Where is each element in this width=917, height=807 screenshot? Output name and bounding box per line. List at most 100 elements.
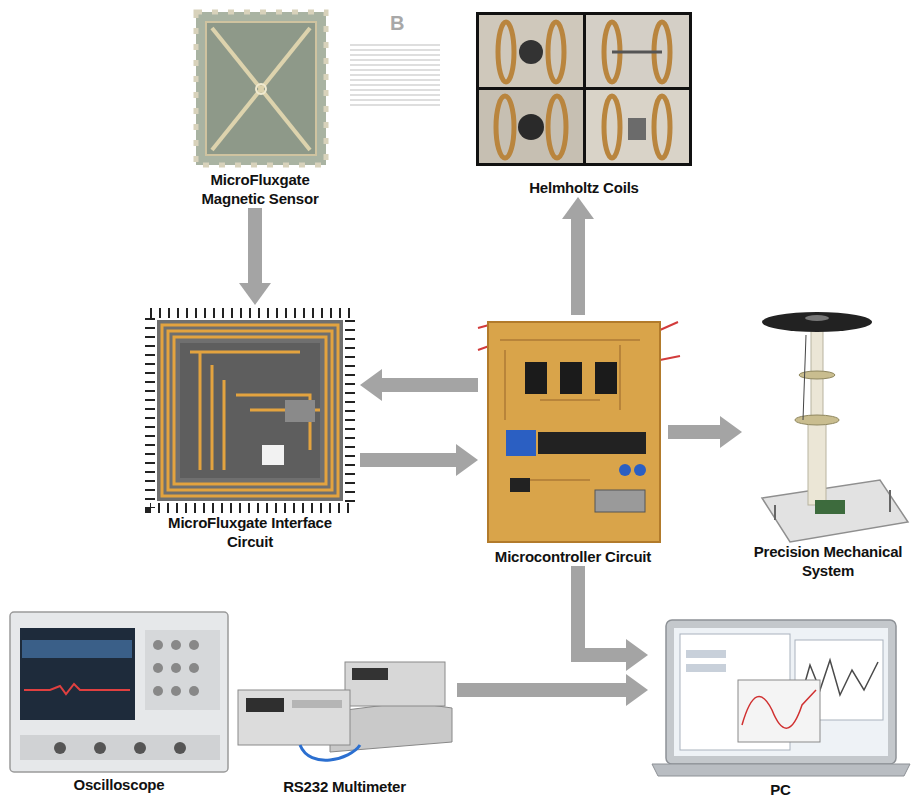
- mechanics-node: Precision Mechanical System: [742, 300, 914, 580]
- helmholtz-photos-part: [479, 90, 583, 163]
- helmholtz-photos-part: [518, 114, 544, 140]
- mechanical-system-part: [805, 315, 829, 321]
- arrow-head: [360, 369, 382, 401]
- mechanical-system-part: [808, 420, 826, 505]
- microcontroller-board-part: [510, 478, 530, 492]
- arrow-head: [626, 639, 648, 671]
- picture-space: [232, 645, 457, 777]
- mechanical-system-part: [762, 312, 872, 332]
- field-lines-part: [350, 65, 440, 66]
- microcontroller-board-part: [619, 464, 631, 476]
- helmholtz-photos-part: [654, 96, 670, 158]
- oscilloscope-picture-part: [174, 742, 186, 754]
- microcontroller-board-part: [595, 490, 645, 512]
- arrow-shaft: [668, 425, 720, 439]
- laptop-picture-part: [652, 764, 910, 776]
- oscilloscope-picture-part: [171, 663, 181, 673]
- caption: Microcontroller Circuit: [493, 547, 653, 566]
- oscilloscope-picture-part: [10, 612, 228, 772]
- interface-die-part: [168, 331, 332, 490]
- microcontroller-board-part: [525, 362, 547, 394]
- helmholtz-photos-part: [498, 22, 514, 82]
- helmholtz-photos-part: [628, 118, 646, 140]
- caption: PC: [648, 780, 913, 799]
- arrow-shaft: [457, 683, 626, 697]
- caption: RS232 Multimeter: [232, 777, 457, 796]
- helmholtz-photos-part: [548, 96, 566, 158]
- laptop-picture-part: [666, 620, 896, 764]
- microcontroller-board-part: [488, 322, 660, 542]
- oscilloscope-picture-part: [171, 640, 181, 650]
- oscilloscope-picture-part: [153, 640, 163, 650]
- sensor-chip-part: [196, 12, 326, 165]
- field-lines-part: [350, 70, 440, 71]
- laptop-picture-part: [742, 690, 816, 728]
- microcontroller-board-part: [560, 362, 582, 394]
- arrow-shaft: [248, 208, 262, 283]
- oscilloscope-picture: [10, 612, 228, 772]
- mechanical-system-part: [795, 415, 839, 425]
- block-arrow: [360, 444, 478, 476]
- picture-space: [648, 615, 913, 780]
- laptop-picture-part: [686, 664, 726, 672]
- mechanical-system-part: [889, 490, 891, 512]
- helmholtz-photos-part: [479, 15, 583, 87]
- picture-space: [5, 605, 233, 775]
- oscilloscope-picture-part: [189, 663, 199, 673]
- field-lines-part: [350, 60, 440, 61]
- block-arrow: [239, 208, 271, 305]
- microcontroller-board: [478, 322, 680, 542]
- multimeter-picture: [238, 662, 452, 760]
- arrow-shaft: [578, 566, 626, 655]
- helmholtz-photos-part: [604, 96, 620, 158]
- picture-space: [478, 315, 668, 547]
- block-arrow: [360, 369, 478, 401]
- microcontroller-board-part: [595, 362, 617, 394]
- interface-die-part: [150, 313, 350, 508]
- picture-space: [470, 10, 698, 178]
- oscilloscope-picture-part: [94, 742, 106, 754]
- sensor-chip-part: [212, 28, 310, 150]
- microcontroller-board-part: [634, 464, 646, 476]
- picture-space: [140, 305, 360, 513]
- mechanical-system-part: [762, 480, 908, 542]
- multimeter-node: RS232 Multimeter: [232, 645, 457, 796]
- helmholtz-photos-part: [519, 40, 543, 64]
- picture-space: [180, 10, 340, 170]
- arrow-head: [720, 416, 742, 448]
- arrow-head: [562, 197, 594, 219]
- mechanical-system-part: [803, 335, 806, 420]
- multimeter-picture-part: [352, 668, 388, 680]
- oscilloscope-picture-part: [22, 640, 132, 658]
- oscilloscope-picture-part: [189, 640, 199, 650]
- sensor-node: MicroFluxgate Magnetic Sensor: [180, 10, 340, 208]
- arrow-head: [456, 444, 478, 476]
- helmholtz-photos: [476, 12, 692, 166]
- oscilloscope-picture-part: [54, 742, 66, 754]
- sensor-chip-part: [256, 84, 266, 94]
- picture-space: [742, 300, 914, 542]
- mechanical-system-part: [815, 500, 845, 514]
- microcontroller-board-part: [500, 340, 640, 480]
- arrow-shaft: [571, 219, 585, 315]
- field-lines-part: [350, 85, 440, 86]
- coils-node: Helmholtz Coils: [470, 10, 698, 197]
- arrow-head: [626, 674, 648, 706]
- controller-node: Microcontroller Circuit: [478, 315, 668, 566]
- block-arrow: [562, 197, 594, 315]
- field-lines-part: [350, 50, 440, 51]
- helmholtz-photos-part: [586, 90, 689, 163]
- laptop-picture-part: [738, 680, 820, 742]
- field-lines-part: [350, 105, 440, 106]
- interface-die: [150, 313, 350, 508]
- oscilloscope-node: Oscilloscope: [5, 605, 233, 794]
- helmholtz-photos-part: [496, 96, 514, 158]
- sensor-chip: [196, 12, 326, 165]
- oscilloscope-picture-part: [153, 663, 163, 673]
- mechanical-system-part: [774, 505, 776, 520]
- field-lines-part: [350, 90, 440, 91]
- multimeter-picture-part: [238, 690, 350, 745]
- laptop-picture-part: [674, 628, 888, 756]
- field-lines-part: [350, 95, 440, 96]
- multimeter-picture-part: [246, 698, 284, 712]
